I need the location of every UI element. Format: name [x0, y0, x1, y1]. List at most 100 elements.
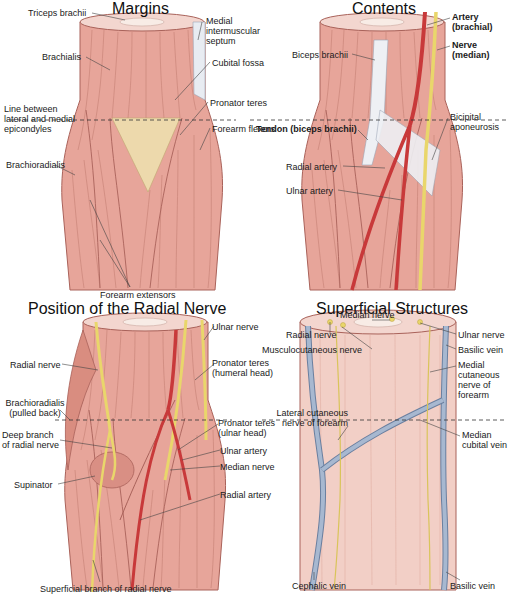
illustration-part — [132, 410, 168, 590]
panel-title: Contents — [352, 0, 416, 18]
illustration-part — [65, 330, 96, 470]
illustration-part — [420, 420, 460, 436]
anatomy-label: Supinator — [14, 480, 53, 490]
illustration-part — [446, 572, 460, 580]
illustration-part — [343, 166, 385, 168]
illustration-part — [90, 200, 130, 287]
illustration-part — [432, 118, 448, 160]
anatomy-label: Radial nerve — [10, 360, 61, 370]
anatomy-label: Medial cutaneous nerve of forearm — [458, 360, 518, 400]
illustration-part — [175, 62, 210, 100]
illustration-part — [140, 494, 220, 520]
illustration-part — [90, 452, 134, 488]
anatomy-label: Artery (brachial) — [452, 12, 504, 32]
illustration-part — [338, 18, 450, 200]
anatomy-label: Cubital fossa — [212, 58, 264, 68]
illustration-part — [437, 46, 450, 50]
anatomy-label: Median nerve — [340, 310, 395, 320]
illustration-part — [420, 323, 456, 334]
anatomy-label: Nerve (median) — [452, 40, 504, 60]
illustration-part — [58, 326, 220, 582]
anatomy-label: Cephalic vein — [292, 581, 346, 591]
illustration-part — [352, 125, 410, 290]
illustration-part — [370, 335, 372, 585]
illustration-part — [395, 335, 396, 585]
illustration-part — [420, 335, 421, 585]
illustration-part — [65, 313, 226, 590]
anatomy-label: Basilic vein — [450, 581, 495, 591]
illustration-part — [86, 57, 110, 70]
illustration-part — [427, 326, 430, 590]
illustration-part — [62, 13, 223, 290]
illustration-part — [168, 330, 176, 410]
illustration-part — [443, 326, 446, 590]
anatomy-label: Brachialis — [42, 52, 81, 62]
radial-nerve-panel — [55, 313, 232, 592]
illustration-part — [60, 410, 70, 420]
illustration-part — [430, 366, 456, 372]
illustration-part — [427, 18, 450, 25]
anatomy-label: Tendon (biceps brachii) — [256, 124, 357, 134]
margins-panel — [10, 13, 236, 290]
anatomy-label: Bicipital aponeurosis — [450, 112, 508, 132]
illustration-part — [58, 476, 95, 484]
anatomy-label: Forearm extensors — [100, 290, 176, 300]
illustration-part — [314, 572, 315, 580]
anatomy-label: Brachioradialis (pulled back) — [4, 398, 66, 418]
anatomy-label: Superficial branch of radial nerve — [40, 584, 172, 594]
anatomy-label: Radial artery — [220, 490, 271, 500]
anatomy-label: Basilic vein — [458, 345, 503, 355]
anatomy-label: Ulnar nerve — [458, 330, 505, 340]
illustration-part — [358, 130, 368, 140]
illustration-part — [338, 190, 402, 200]
illustration-part — [396, 125, 410, 290]
superficial-panel — [262, 310, 506, 590]
anatomy-label: Ulnar artery — [286, 186, 333, 196]
illustration-part — [308, 326, 323, 590]
anatomy-label: Lateral cutaneous nerve of forearm — [256, 408, 348, 428]
illustration-part — [182, 450, 220, 460]
illustration-part — [60, 440, 112, 448]
illustration-part — [420, 12, 436, 290]
illustration-part — [446, 345, 456, 349]
anatomy-label: Line between lateral and medial epicondy… — [4, 104, 82, 134]
anatomy-label: Ulnar nerve — [212, 322, 259, 332]
panel-title: Position of the Radial Nerve — [28, 300, 226, 318]
anatomy-label: Biceps brachii — [292, 50, 348, 60]
illustration-part — [55, 420, 232, 421]
anatomy-label: Radial nerve — [286, 330, 337, 340]
anatomy-label: Medial intermuscular septum — [206, 16, 276, 46]
illustration-part — [110, 430, 115, 480]
illustration-part — [120, 400, 175, 520]
anatomy-label: Brachioradialis — [6, 160, 65, 170]
illustration-part — [341, 323, 346, 328]
anatomy-label: Pronator teres (humeral head) — [212, 358, 307, 378]
anatomy-label: Pronator teres — [210, 98, 267, 108]
illustration-part — [198, 22, 202, 40]
anatomy-label: Ulnar artery — [220, 446, 267, 456]
illustration-part — [180, 102, 208, 135]
illustration-part — [170, 466, 220, 470]
illustration-part — [178, 424, 218, 450]
illustration-part — [168, 410, 190, 500]
illustration-part — [93, 560, 100, 582]
anatomy-label: Median cubital vein — [462, 430, 517, 450]
panel-title: Margins — [112, 0, 169, 18]
illustration-part — [112, 118, 180, 192]
anatomy-label: Median nerve — [220, 462, 275, 472]
illustration-part — [62, 364, 98, 370]
illustration-part — [338, 426, 348, 440]
illustration-part — [410, 12, 425, 125]
illustration-part — [193, 22, 205, 100]
illustration-part — [200, 128, 210, 150]
illustration-part — [195, 364, 214, 380]
anatomy-label: Deep branch of radial nerve — [2, 430, 62, 450]
illustration-part — [345, 335, 346, 585]
illustration-part — [165, 320, 186, 480]
illustration-part — [92, 430, 110, 592]
anatomy-label: Radial artery — [286, 162, 337, 172]
illustration-part — [96, 322, 110, 430]
anatomy-label: Musculocutaneous nerve — [262, 345, 362, 355]
contents-panel — [250, 12, 506, 290]
